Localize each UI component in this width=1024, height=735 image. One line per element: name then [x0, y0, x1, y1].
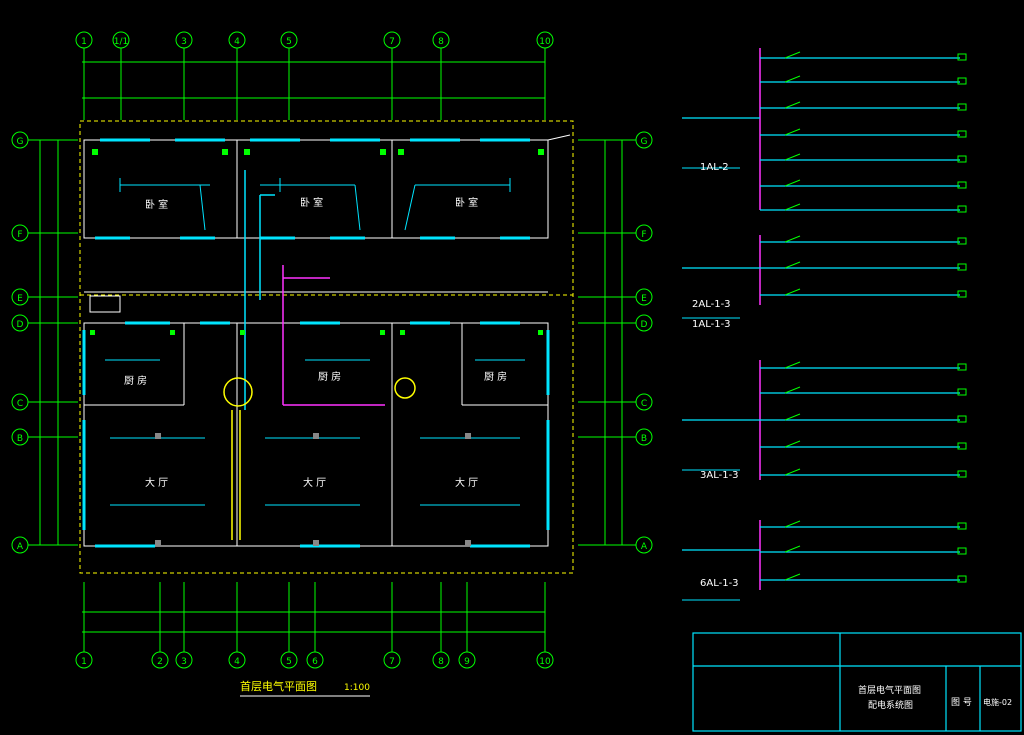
axis-label-left: B — [17, 434, 23, 444]
axis-label-bottom: 8 — [438, 657, 444, 667]
drawing-title: 首层电气平面图 — [240, 679, 317, 693]
panel-label: 2AL-1-3 — [692, 299, 731, 310]
axis-label-right: A — [641, 542, 648, 552]
axis-label-left: E — [17, 294, 23, 304]
building-outline-dashed — [79, 120, 574, 574]
room-label: 卧 室 — [455, 196, 478, 209]
room-label: 厨 房 — [484, 370, 507, 383]
axis-label-right: E — [641, 294, 647, 304]
room-label: 卧 室 — [145, 198, 168, 211]
panel-label: 6AL-1-3 — [700, 578, 739, 589]
distribution-box — [89, 295, 121, 313]
axis-label-bottom: 4 — [234, 657, 240, 667]
drawing-scale: 1:100 — [344, 683, 370, 693]
axis-label-bottom: 6 — [312, 657, 318, 667]
light-fixtures — [90, 149, 544, 335]
axis-label-left: G — [17, 137, 24, 147]
room-label: 大 厅 — [145, 476, 168, 489]
drawing-no-label: 图 号 — [951, 697, 972, 708]
axis-label-right: B — [641, 434, 647, 444]
room-label: 厨 房 — [318, 370, 341, 383]
room-label: 大 厅 — [303, 476, 326, 489]
axis-label-top: 3 — [181, 37, 187, 47]
axis-label-bottom: 3 — [181, 657, 187, 667]
room-label: 大 厅 — [455, 476, 478, 489]
axis-label-right: F — [641, 230, 646, 240]
axis-label-bottom: 1 — [81, 657, 87, 667]
room-label: 卧 室 — [300, 196, 323, 209]
axis-label-bottom: 7 — [389, 657, 395, 667]
axis-label-left: C — [17, 399, 23, 409]
axis-label-left: A — [17, 542, 24, 552]
axis-label-top: 4 — [234, 37, 240, 47]
axis-grid — [28, 48, 636, 652]
panel-label: 1AL-2 — [700, 162, 729, 173]
panel-label: 1AL-1-3 — [692, 319, 731, 330]
axis-label-top: 1 — [81, 37, 87, 47]
axis-label-top: 7 — [389, 37, 395, 47]
axis-label-top: 10 — [539, 37, 551, 47]
windows — [82, 138, 550, 548]
axis-label-bottom: 2 — [157, 657, 163, 667]
drawing-no: 电施-02 — [983, 697, 1012, 707]
axis-label-right: D — [641, 320, 648, 330]
axis-label-top: 1/1 — [114, 37, 128, 47]
axis-label-top: 5 — [286, 37, 292, 47]
title-block-name2: 配电系统图 — [868, 699, 913, 711]
axis-label-right: G — [641, 137, 648, 147]
axis-label-bottom: 10 — [539, 657, 551, 667]
axis-label-left: F — [17, 230, 22, 240]
axis-label-bottom: 9 — [464, 657, 470, 667]
axis-label-top: 8 — [438, 37, 444, 47]
distribution-system-diagram — [682, 48, 967, 601]
title-block — [692, 632, 1022, 732]
panel-label: 3AL-1-3 — [700, 470, 739, 481]
axis-label-right: C — [641, 399, 647, 409]
axis-label-bottom: 5 — [286, 657, 292, 667]
riser-line — [282, 265, 385, 406]
room-label: 厨 房 — [124, 374, 147, 387]
title-block-name: 首层电气平面图 — [858, 684, 921, 696]
axis-label-left: D — [17, 320, 24, 330]
